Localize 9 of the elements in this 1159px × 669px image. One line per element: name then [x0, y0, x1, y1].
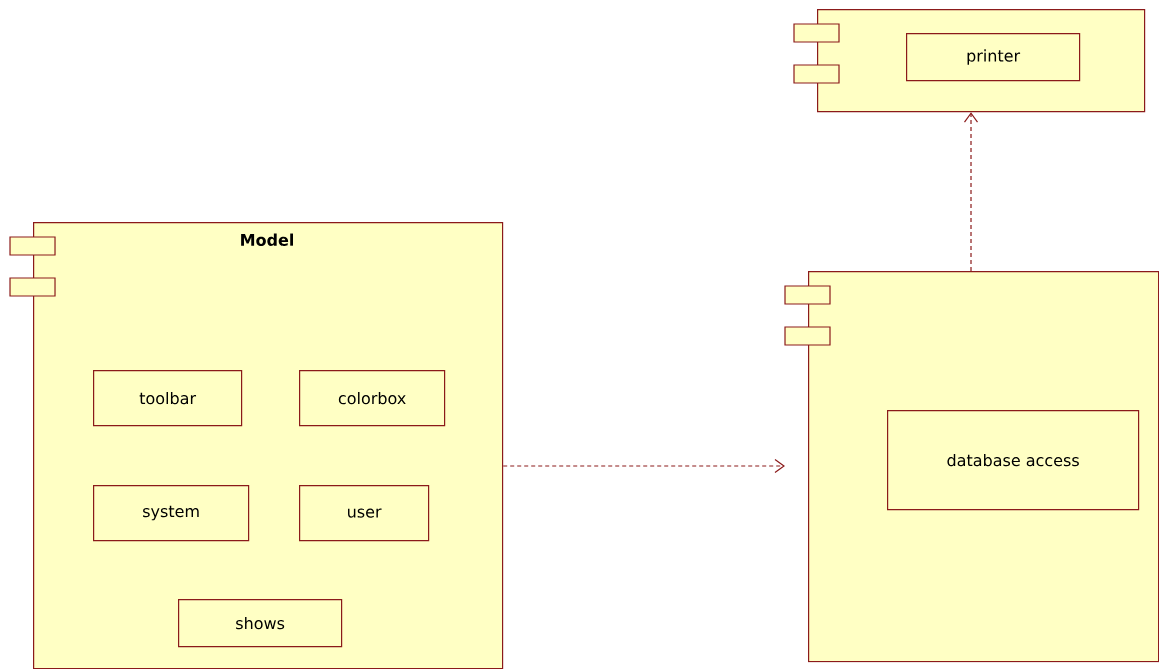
dependency-arrow — [502, 458, 785, 474]
part-box: user — [299, 485, 430, 542]
dependency-arrow — [963, 112, 979, 272]
part-box: shows — [178, 599, 343, 648]
part-box: colorbox — [299, 370, 446, 427]
part-box: system — [93, 485, 250, 542]
part-box: printer — [906, 33, 1081, 82]
part-box: toolbar — [93, 370, 243, 427]
part-box: database access — [887, 410, 1140, 511]
